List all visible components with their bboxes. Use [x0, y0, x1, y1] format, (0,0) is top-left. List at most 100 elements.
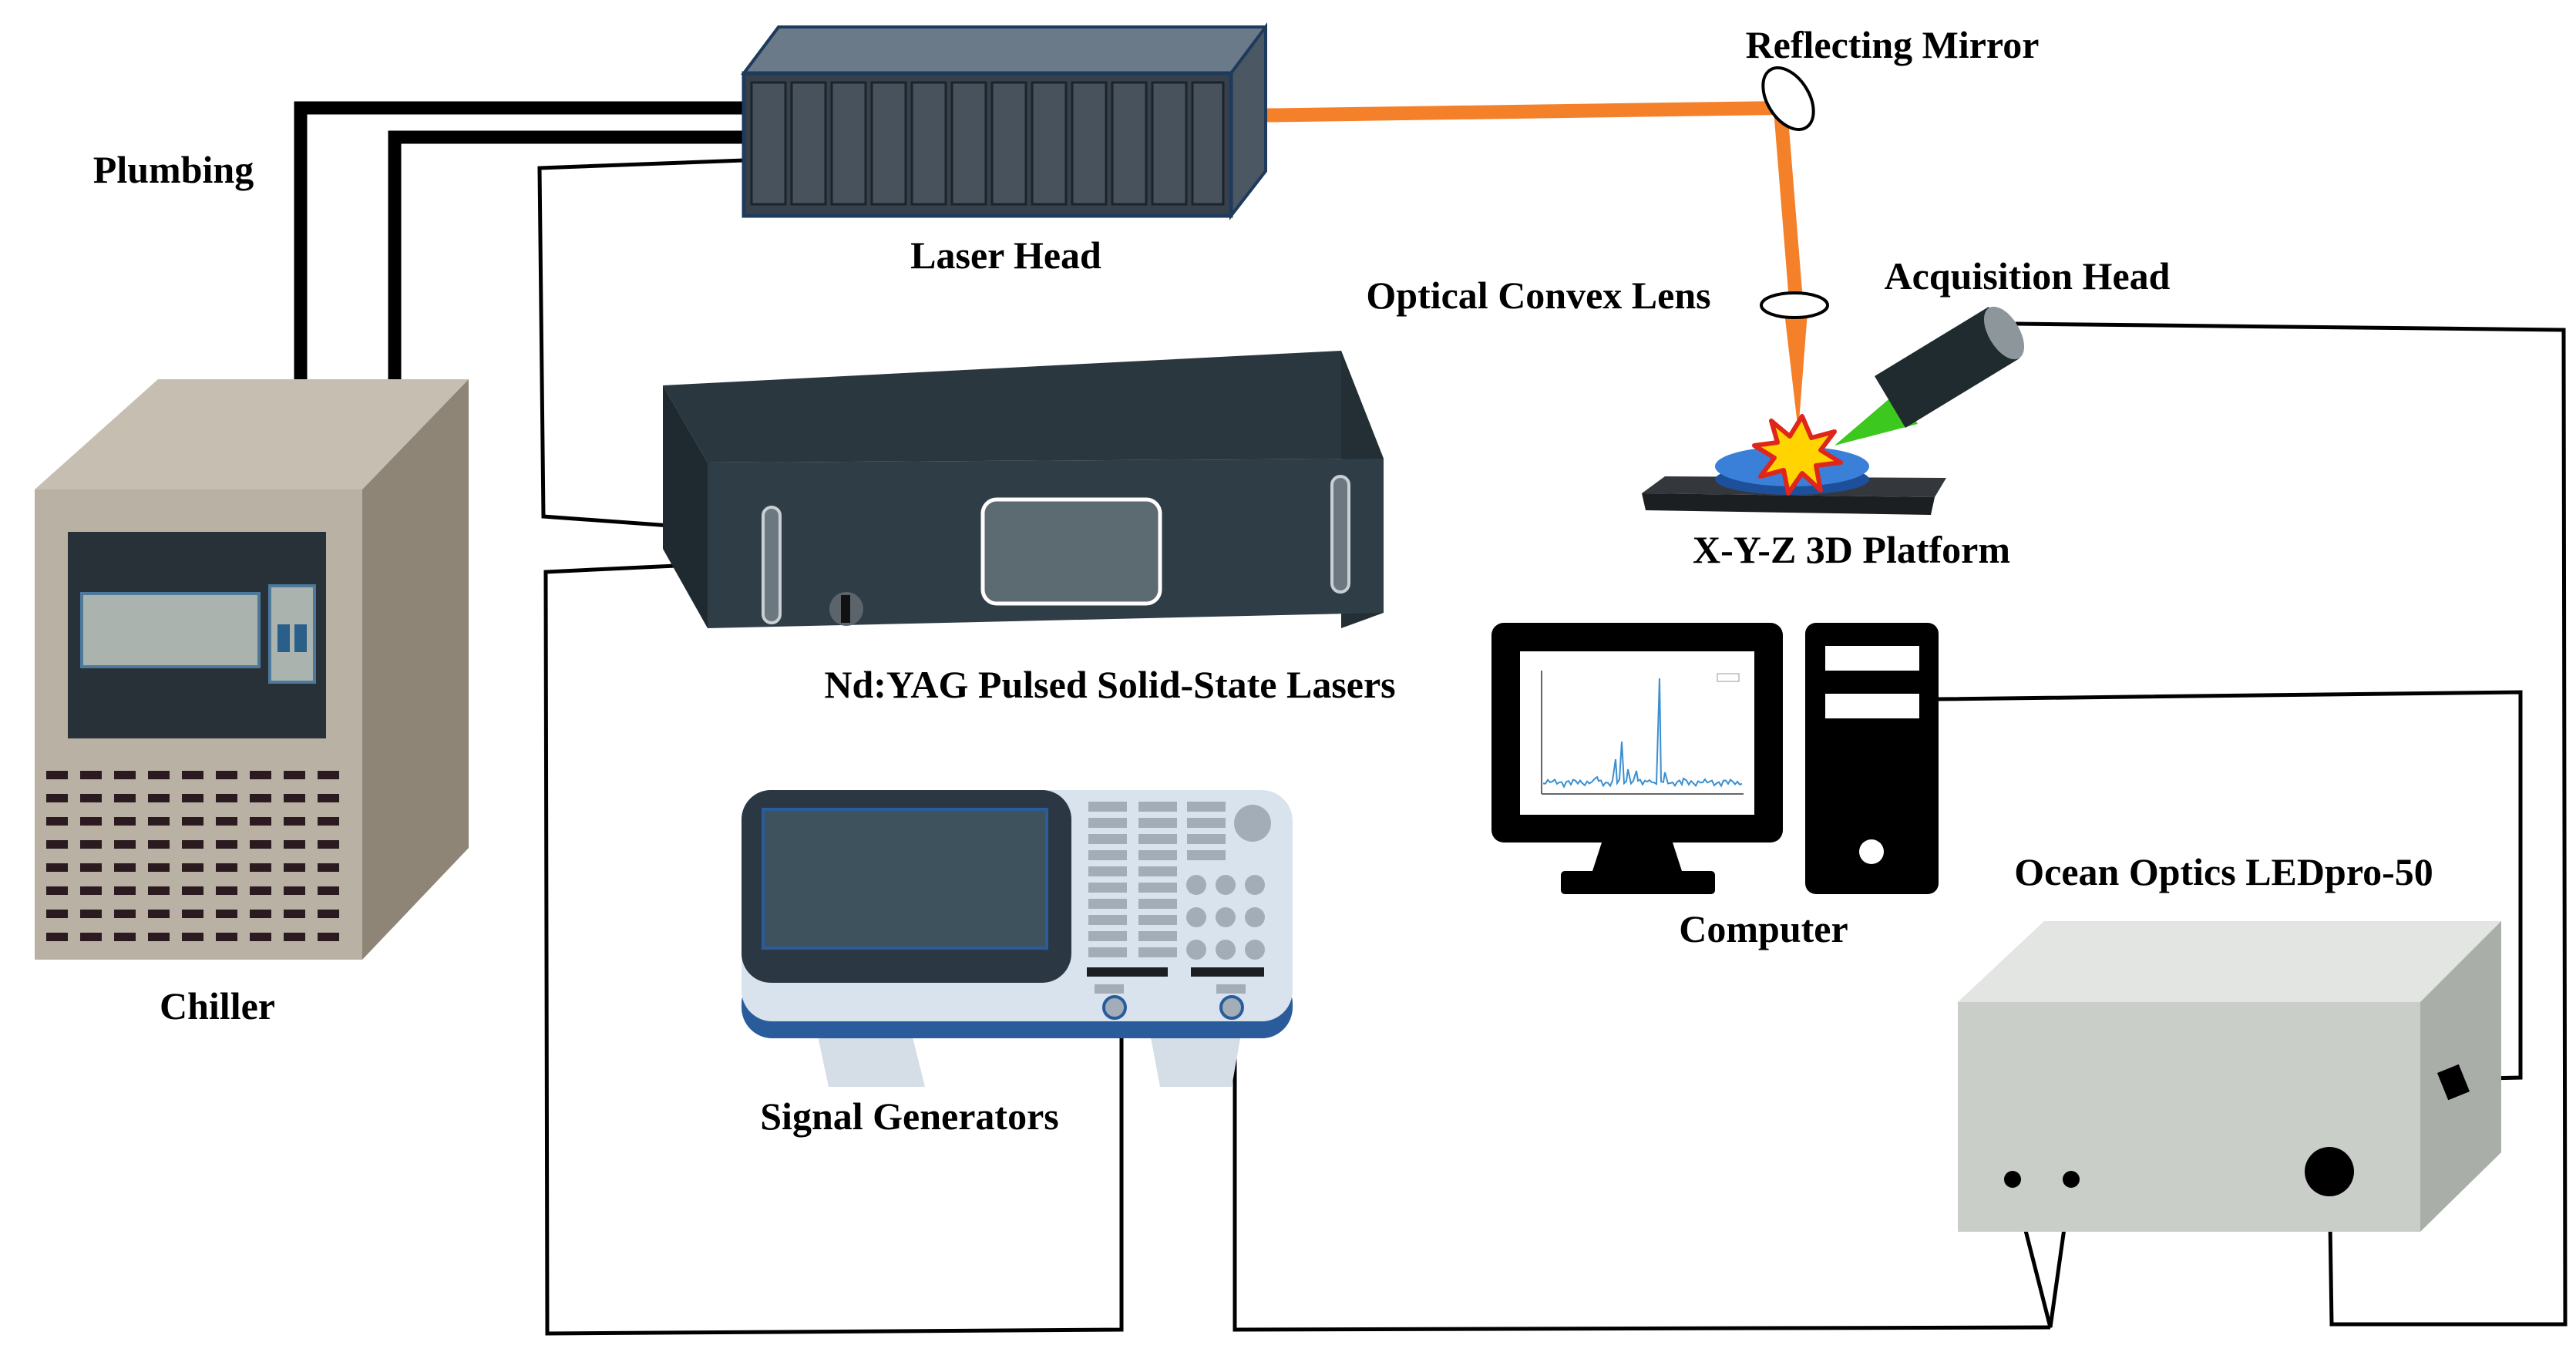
plumbing-pipe-inner [388, 130, 744, 379]
chiller-vent-slot [250, 817, 271, 826]
acquisition-head-label: Acquisition Head [1885, 254, 2171, 298]
generator-key [1138, 866, 1177, 876]
chiller-vent-slot [80, 886, 102, 895]
chiller-vent-slot [46, 840, 68, 849]
generator-foot-left [816, 1025, 925, 1087]
laser-head-fin [870, 81, 907, 206]
chiller-vent-slot [80, 863, 102, 872]
laser-head-fin [1071, 81, 1108, 206]
generator-key [1088, 899, 1127, 909]
chiller-vent-slot [182, 886, 203, 895]
generator-main-knob [1234, 805, 1271, 842]
chiller-vent-slot [216, 840, 237, 849]
chiller-vent-slot [318, 817, 339, 826]
chiller-vent-slot [182, 771, 203, 779]
chiller-vent-slot [318, 840, 339, 849]
reflecting-mirror [1761, 66, 1815, 131]
monitor-screen [1520, 651, 1754, 815]
chiller-vent-slot [114, 910, 136, 918]
computer [1491, 623, 1939, 894]
chiller-vent-slot [148, 817, 170, 826]
generator-key [1138, 818, 1177, 828]
generator-keypad [1088, 802, 1265, 960]
reflecting-mirror-label: Reflecting Mirror [1746, 23, 2040, 66]
generator-output-port-2 [1219, 995, 1244, 1020]
spectrum-line [1542, 678, 1743, 789]
generator-round-key [1186, 875, 1206, 895]
ocean-optics-spectrometer [1958, 921, 2501, 1232]
generator-key [1138, 899, 1177, 909]
chiller-vent-slot [148, 910, 170, 918]
chiller-vent-slot [46, 933, 68, 941]
chiller-vent-slot [318, 886, 339, 895]
chiller-vent-slot [114, 840, 136, 849]
generator-key [1138, 931, 1177, 941]
spectrometer-usb-port [2436, 1064, 2470, 1101]
chiller-vent-slot [182, 840, 203, 849]
chiller-vent-slot [216, 794, 237, 802]
chiller-vent-slot [250, 771, 271, 779]
pc-drive-bay-1 [1825, 646, 1919, 671]
chiller-vent-slot [318, 910, 339, 918]
plumbing-label: Plumbing [93, 148, 254, 191]
laser-head [741, 22, 1267, 220]
chiller-vent-slot [46, 771, 68, 779]
generator-output-port-1 [1102, 995, 1127, 1020]
acquisition-head-body [1875, 307, 2019, 428]
monitor-foot [1561, 871, 1715, 894]
chiller-vent-slot [250, 794, 271, 802]
chiller-vent-slot [284, 863, 305, 872]
chiller-vent-slot [216, 817, 237, 826]
generator-round-key [1245, 875, 1265, 895]
laser-head-fin [1191, 81, 1225, 206]
generator-port-label-1 [1095, 984, 1124, 994]
generator-key [1187, 834, 1226, 844]
generator-key [1088, 883, 1127, 893]
chiller [35, 379, 469, 960]
generator-key [1088, 818, 1127, 828]
chiller-vent-slot [148, 933, 170, 941]
chiller-vent-slot [46, 863, 68, 872]
chiller-vent-slot [114, 771, 136, 779]
generator-key [1138, 883, 1177, 893]
spectrometer-trigger-port-2 [2063, 1171, 2080, 1188]
generator-key [1088, 931, 1127, 941]
generator-key [1088, 850, 1127, 860]
chiller-vent-slot [182, 817, 203, 826]
spectrometer-fiber-port [2305, 1147, 2354, 1196]
laser-unit-handle-right [1330, 475, 1350, 594]
chiller-vent-slot [148, 794, 170, 802]
laser-beam-vertical [1774, 109, 1803, 301]
signal-generators-label: Signal Generators [760, 1095, 1058, 1138]
generator-channel-bar-1 [1087, 967, 1168, 977]
generator-round-key [1186, 907, 1206, 927]
laser-head-fin [1111, 81, 1148, 206]
generator-screen [762, 808, 1048, 950]
chiller-vent-slot [284, 840, 305, 849]
chiller-vent-slot [80, 910, 102, 918]
chiller-vent-slot [284, 771, 305, 779]
cable-generator-to-spectrometer [1233, 1010, 2051, 1332]
chiller-vent-slot [250, 840, 271, 849]
laser-head-top [741, 25, 1267, 75]
generator-key [1187, 818, 1226, 828]
spectrometer-trigger-port-1 [2004, 1171, 2021, 1188]
generator-key [1088, 802, 1127, 812]
chiller-side [362, 379, 469, 960]
plumbing-pipes [294, 101, 744, 379]
spectrometer-label: Ocean Optics LEDpro-50 [2014, 850, 2433, 893]
pc-power-button [1859, 839, 1884, 864]
chiller-vent-slot [318, 794, 339, 802]
chiller-vent-slot [148, 886, 170, 895]
chiller-vent-slot [182, 794, 203, 802]
chiller-vent-slot [284, 794, 305, 802]
chiller-vent-slot [250, 886, 271, 895]
chiller-vent-slot [46, 794, 68, 802]
chiller-vent-slot [182, 863, 203, 872]
generator-round-key [1216, 940, 1236, 960]
acquisition-head [1875, 306, 2025, 428]
chiller-vent-slot [250, 933, 271, 941]
generator-round-key [1245, 940, 1265, 960]
pc-tower [1805, 623, 1939, 894]
